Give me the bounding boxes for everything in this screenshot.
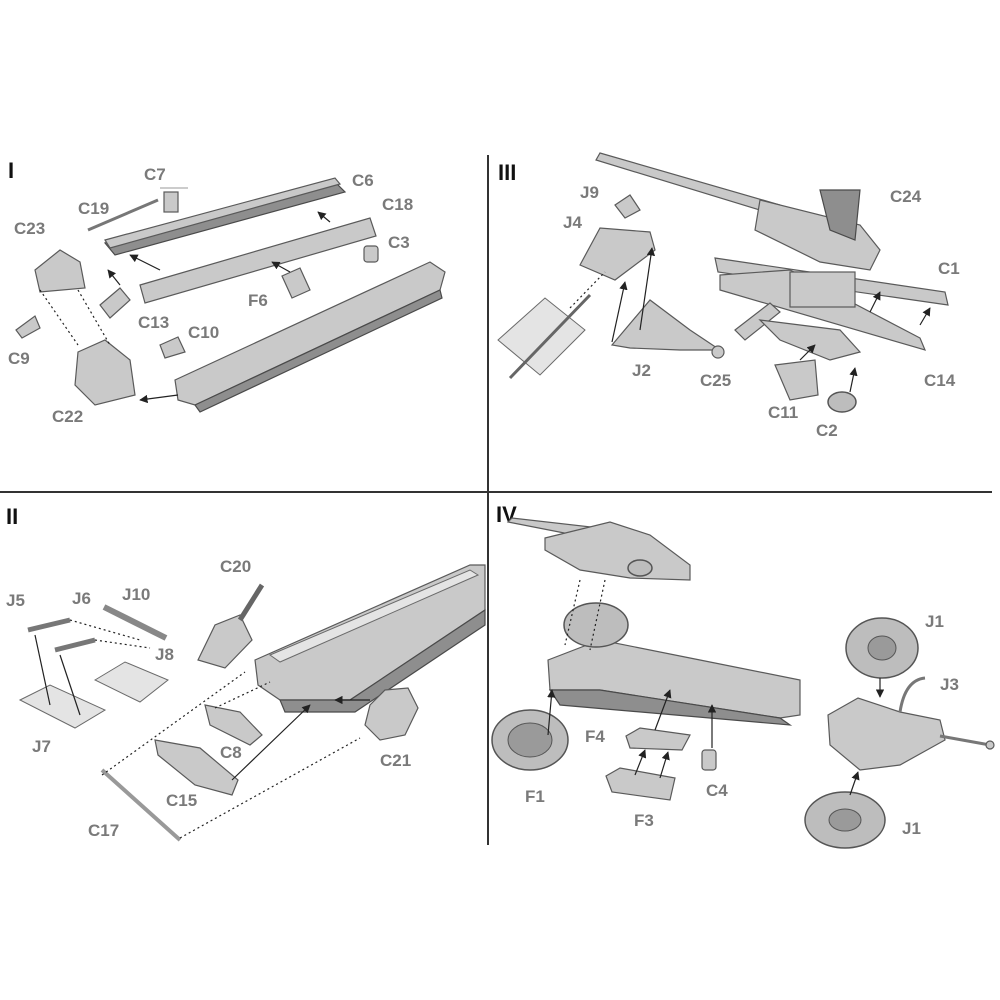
- part-j10-bar: [102, 604, 168, 641]
- label-c21: C21: [380, 751, 411, 770]
- part-f4: [625, 727, 691, 751]
- label-c13: C13: [138, 313, 169, 332]
- part-c20: [197, 614, 253, 669]
- label-c11: C11: [768, 403, 798, 422]
- part-c8: [204, 704, 263, 746]
- part-c15: [154, 739, 239, 796]
- label-c7: C7: [144, 165, 166, 184]
- label-f3: F3: [634, 811, 654, 830]
- part-c19-rod: [87, 198, 159, 232]
- panel-III: III J9 J4 C24: [497, 152, 960, 440]
- part-c9: [15, 315, 41, 339]
- part-c18-rail: [139, 217, 377, 304]
- label-j8: J8: [155, 645, 174, 664]
- part-j8-plate: [93, 661, 169, 703]
- part-j7-plate: [18, 684, 107, 729]
- label-c8: C8: [220, 743, 242, 762]
- label-j10: J10: [122, 585, 150, 604]
- label-c1: C1: [938, 259, 960, 278]
- label-c14: C14: [924, 371, 956, 390]
- part-f1-wheel: [491, 709, 569, 771]
- label-f1: F1: [525, 787, 545, 806]
- label-c10: C10: [188, 323, 219, 342]
- label-c2: C2: [816, 421, 838, 440]
- part-c25: [734, 302, 781, 341]
- part-j4: [579, 227, 656, 281]
- part-c22: [74, 339, 136, 406]
- label-c6: C6: [352, 171, 374, 190]
- label-c23: C23: [14, 219, 45, 238]
- label-c20: C20: [220, 557, 251, 576]
- label-j6: J6: [72, 589, 91, 608]
- panel-II: II C20 J5: [6, 504, 486, 842]
- panel-III-numeral: III: [498, 160, 516, 185]
- part-j3-limber: [827, 697, 946, 771]
- part-platform: [497, 297, 586, 376]
- label-c25: C25: [700, 371, 731, 390]
- label-c17: C17: [88, 821, 119, 840]
- panel-I: I: [8, 158, 446, 426]
- panel-II-numeral: II: [6, 504, 18, 529]
- part-c4: [701, 749, 717, 771]
- panel-I-numeral: I: [8, 158, 14, 183]
- part-c3: [363, 245, 379, 263]
- label-j9: J9: [580, 183, 599, 202]
- part-c7: [160, 187, 188, 213]
- part-c17-rod: [100, 768, 182, 842]
- label-j7: J7: [32, 737, 51, 756]
- label-c18: C18: [382, 195, 413, 214]
- label-f4: F4: [585, 727, 605, 746]
- label-c15: C15: [166, 791, 197, 810]
- part-c2-wheel: [827, 391, 857, 413]
- part-j1-wheel-top: [845, 617, 919, 679]
- label-j5: J5: [6, 591, 25, 610]
- label-j1-top: J1: [925, 612, 944, 631]
- part-j5: [27, 617, 71, 633]
- part-c24-cradle: [754, 199, 881, 271]
- part-c13: [99, 287, 131, 319]
- part-f6: [281, 267, 311, 299]
- part-j1-wheel-bottom: [804, 791, 886, 849]
- part-c10: [159, 336, 186, 359]
- label-j1-bottom: J1: [902, 819, 921, 838]
- label-c19: C19: [78, 199, 109, 218]
- part-c23: [34, 249, 86, 293]
- part-j9: [614, 194, 641, 219]
- label-c24: C24: [890, 187, 922, 206]
- label-j2: J2: [632, 361, 651, 380]
- label-j4: J4: [563, 213, 582, 232]
- part-c14-rail: [719, 269, 927, 351]
- part-c21: [364, 687, 419, 741]
- label-j3: J3: [940, 675, 959, 694]
- label-c9: C9: [8, 349, 30, 368]
- label-c22: C22: [52, 407, 83, 426]
- label-c3: C3: [388, 233, 410, 252]
- label-c4: C4: [706, 781, 728, 800]
- label-f6: F6: [248, 291, 268, 310]
- panel-IV: IV: [491, 502, 995, 849]
- part-f3: [605, 767, 676, 801]
- part-c11: [774, 359, 819, 401]
- part-j6: [54, 637, 96, 653]
- part-j2: [610, 299, 722, 351]
